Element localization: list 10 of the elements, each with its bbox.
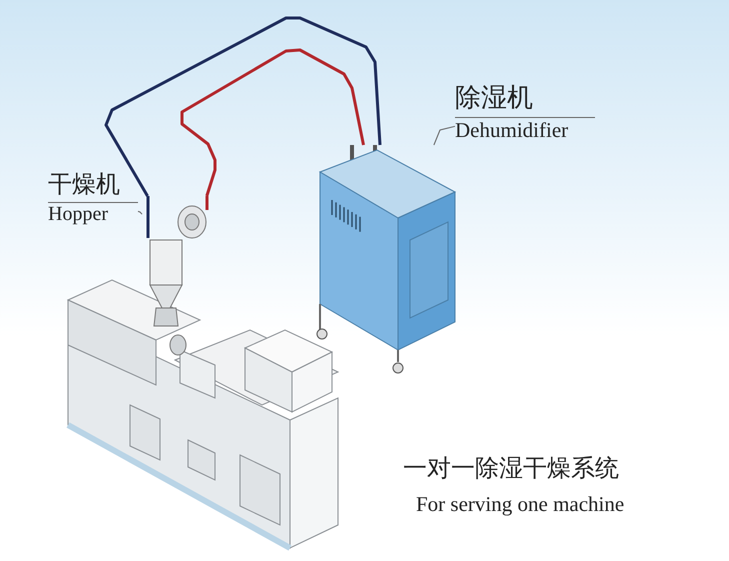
label-text: 干燥机 [48,168,138,203]
leader-line [433,126,456,146]
caption-text: For serving one machine [416,492,624,517]
leader-line [138,210,142,215]
label-text: 除湿机 [455,80,595,118]
caption-text: 一对一除湿干燥系统 [403,453,619,484]
pipe [180,48,365,196]
label-text: Dehumidifier [455,118,570,143]
pipe [104,16,382,197]
label-text: Hopper [48,203,109,226]
